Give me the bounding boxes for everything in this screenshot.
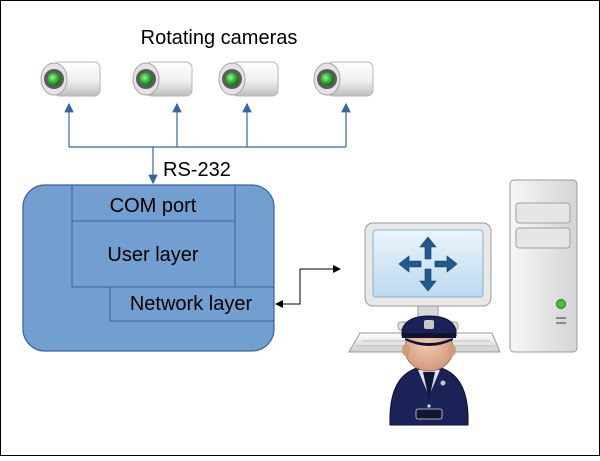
network-layer (109, 286, 275, 322)
camera-1-icon (40, 61, 101, 97)
camera-3-icon (218, 61, 279, 97)
bus-label: RS-232 (163, 159, 231, 181)
camera-4-icon (313, 61, 374, 97)
com-port-label: COM port (110, 195, 197, 217)
rs232-bus (64, 102, 351, 185)
user-layer-label: User layer (107, 244, 198, 266)
network-connector (275, 265, 341, 308)
cameras-title: Rotating cameras (141, 27, 298, 49)
camera-2-icon (132, 61, 193, 97)
move-arrows-icon (398, 236, 458, 292)
monitor-icon (364, 222, 492, 331)
computer-tower-icon (509, 179, 578, 353)
network-layer-label: Network layer (130, 293, 253, 315)
layer-stack (71, 184, 275, 322)
police-officer-icon (389, 315, 469, 426)
